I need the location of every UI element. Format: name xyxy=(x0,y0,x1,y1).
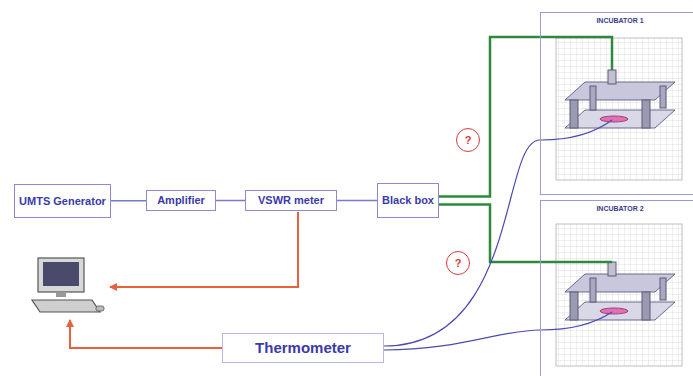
exposure-setup xyxy=(556,38,682,180)
node-label: UMTS Generator xyxy=(19,195,106,208)
process-box: VSWR meter xyxy=(245,190,337,211)
node-label: Amplifier xyxy=(157,194,205,207)
sensor-wire xyxy=(384,330,540,350)
signal-line xyxy=(337,200,377,202)
node-label: ? xyxy=(455,257,462,270)
computer-icon xyxy=(32,258,104,312)
question-mark: ? xyxy=(446,251,470,275)
thermometer-box: Thermometer xyxy=(222,333,384,363)
signal-line xyxy=(216,200,245,202)
node-label: Thermometer xyxy=(255,339,351,356)
signal-line xyxy=(111,200,146,202)
sensor-wire xyxy=(384,140,540,346)
feed-cable xyxy=(541,37,612,70)
data-line xyxy=(70,320,222,348)
node-label: VSWR meter xyxy=(258,194,324,207)
data-line xyxy=(110,212,298,287)
exposure-setup xyxy=(556,224,682,366)
process-box: Black box xyxy=(377,183,439,218)
feed-cable xyxy=(541,261,612,264)
node-label: Black box xyxy=(382,194,434,207)
node-label: INCUBATOR 2 xyxy=(596,205,643,213)
process-box: UMTS Generator xyxy=(14,184,111,218)
sensor-wire xyxy=(541,312,612,330)
incubator: INCUBATOR 1 xyxy=(540,12,693,195)
sensor-wire xyxy=(541,120,612,140)
question-mark: ? xyxy=(456,128,480,152)
process-box: Amplifier xyxy=(146,190,216,211)
feed-cable xyxy=(439,37,540,197)
node-label: INCUBATOR 1 xyxy=(596,17,643,25)
incubator: INCUBATOR 2 xyxy=(540,200,693,376)
node-label: ? xyxy=(465,134,472,147)
